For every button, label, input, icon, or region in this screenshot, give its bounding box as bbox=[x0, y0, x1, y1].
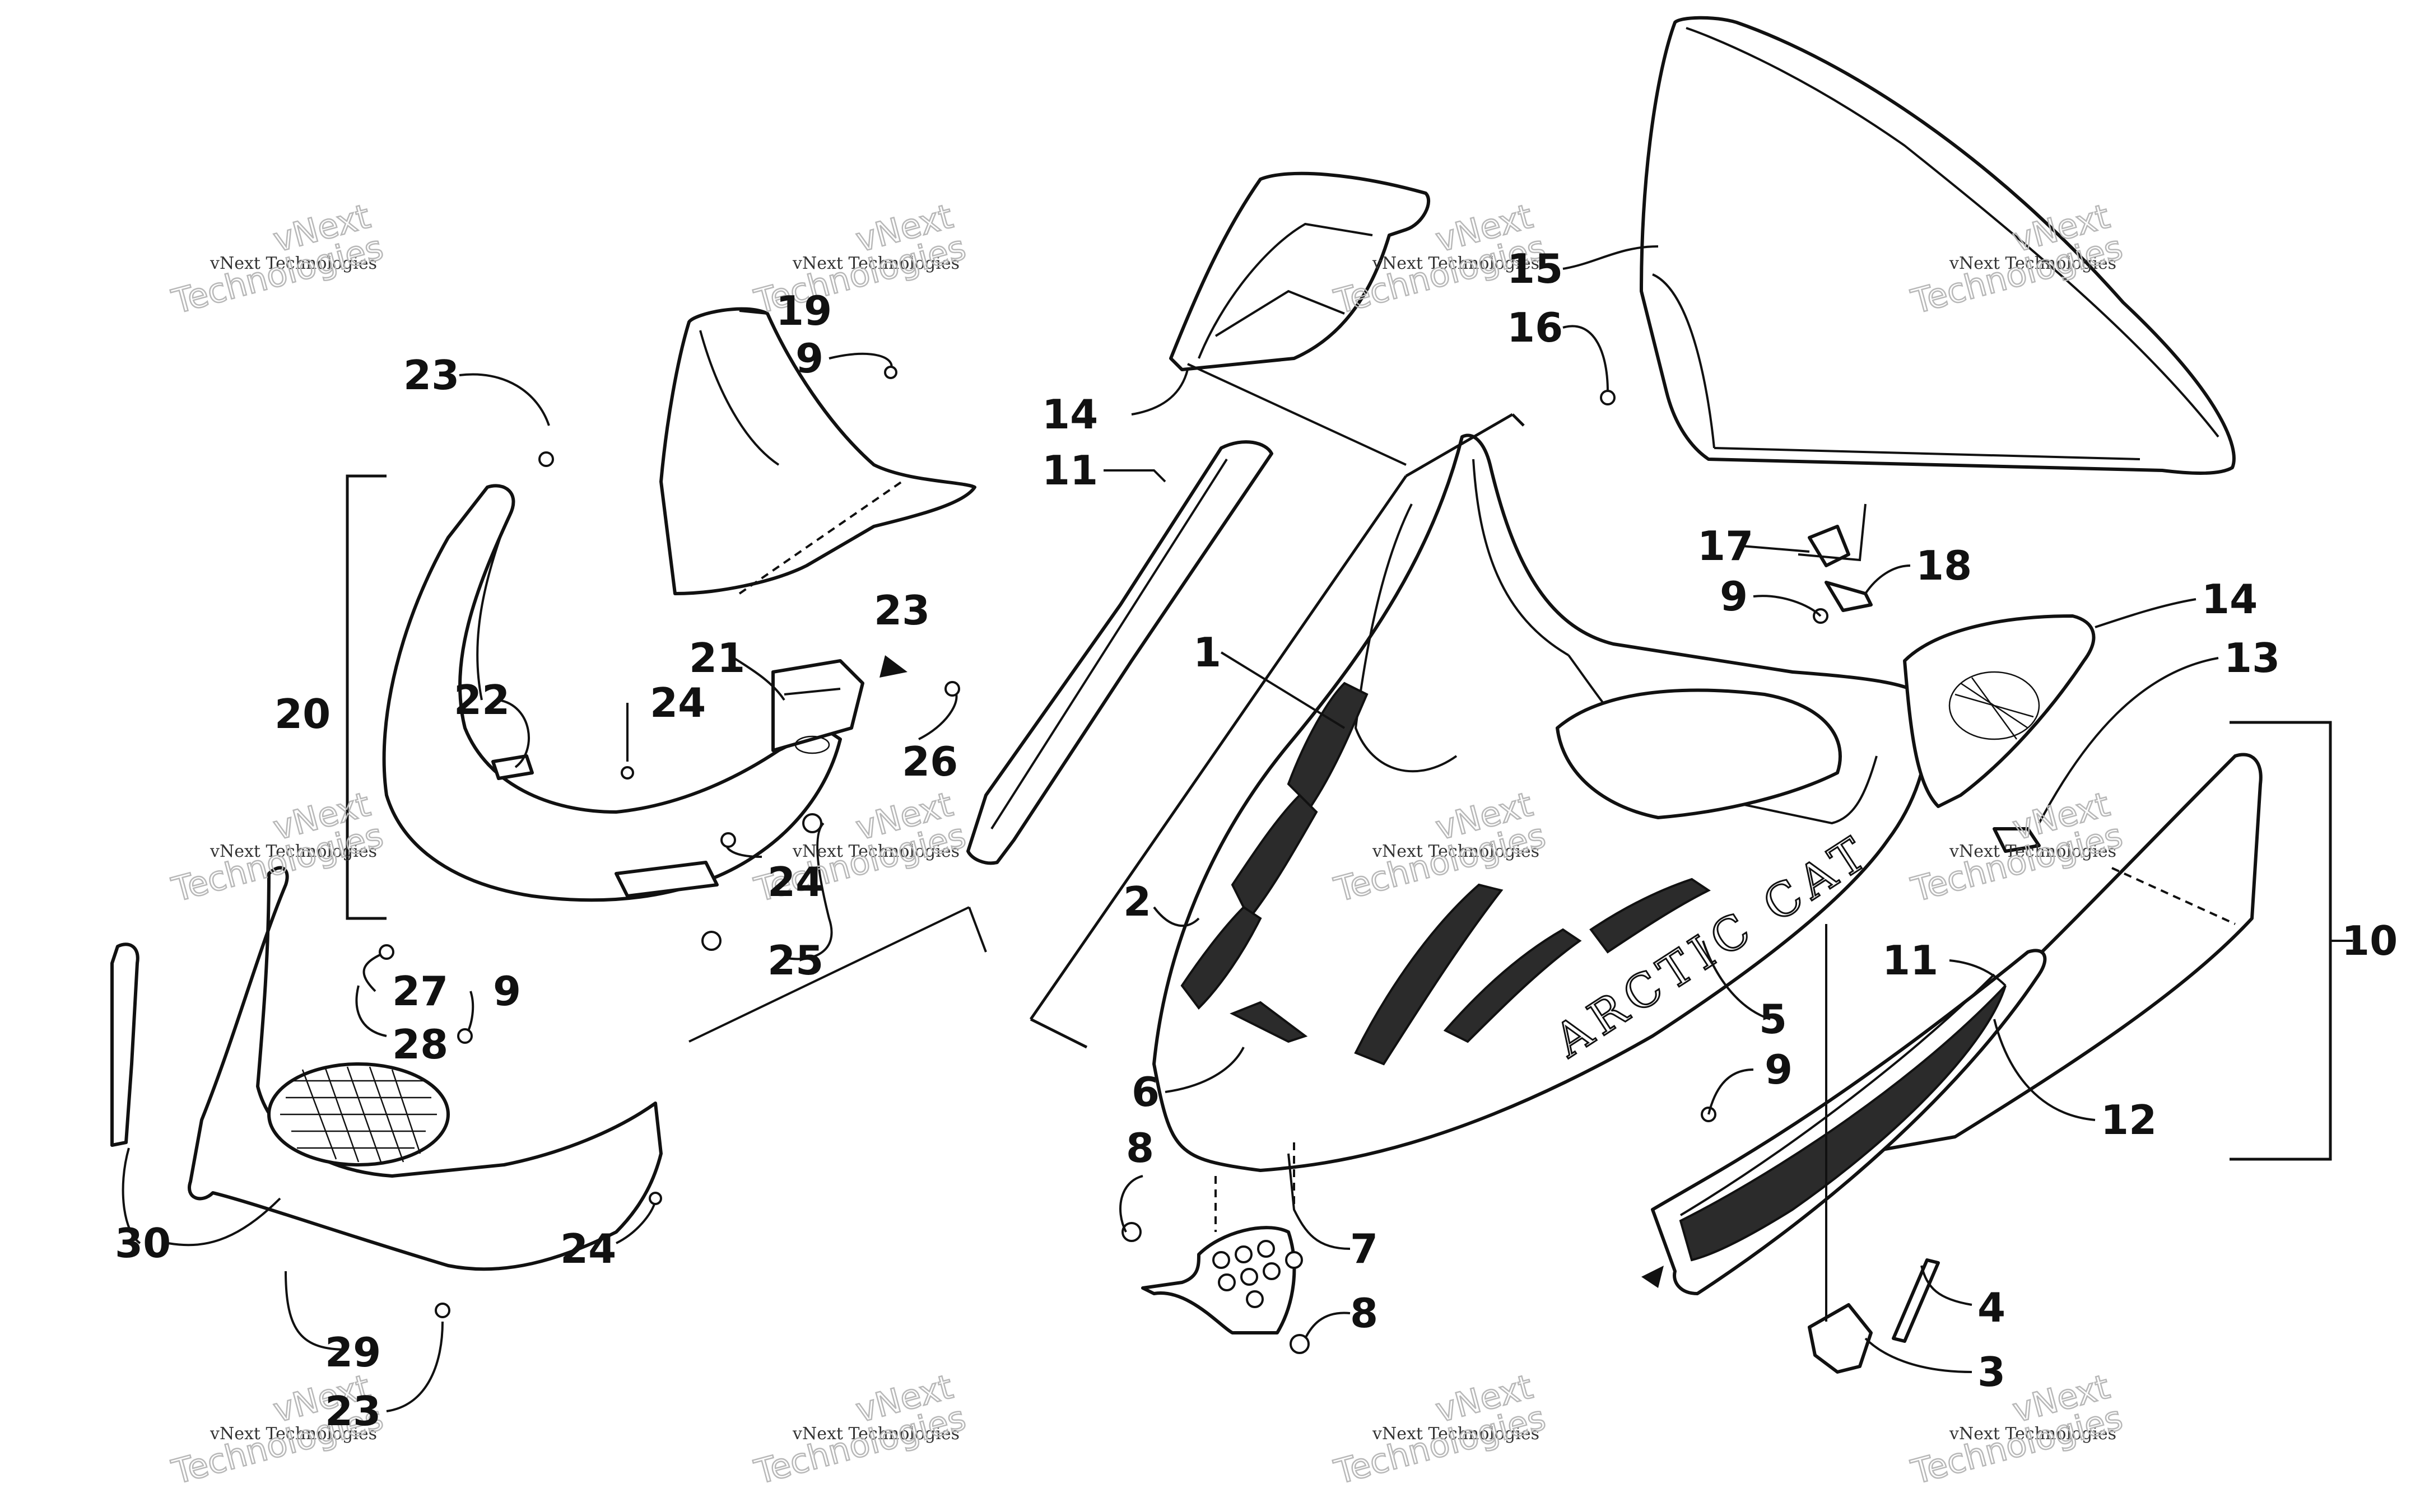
callout-8-upper: 8 bbox=[1126, 1124, 1154, 1172]
callout-14-right: 14 bbox=[2202, 576, 2258, 623]
hood: ARCTIC CAT bbox=[1152, 433, 1930, 1172]
watermark-text: vNext Technologies bbox=[210, 254, 377, 273]
grille-mesh bbox=[280, 1066, 437, 1163]
front-bumper bbox=[110, 866, 663, 1271]
callout-24-bottom: 24 bbox=[560, 1225, 616, 1272]
callout-9-right: 9 bbox=[1765, 1046, 1793, 1093]
watermark-text: vNext Technologies bbox=[792, 254, 960, 273]
direction-arrow-1 bbox=[879, 655, 908, 678]
callout-2: 2 bbox=[1123, 878, 1151, 925]
callout-28: 28 bbox=[392, 1021, 448, 1068]
bumper-bracket bbox=[1808, 1258, 1940, 1374]
watermark-text: vNext Technologies bbox=[210, 842, 377, 861]
callout-23-bottom: 23 bbox=[325, 1388, 381, 1435]
callout-29: 29 bbox=[325, 1329, 381, 1376]
watermark-text: vNext Technologies bbox=[792, 1424, 960, 1444]
callout-17: 17 bbox=[1697, 522, 1753, 570]
callout-22: 22 bbox=[454, 676, 510, 724]
callout-16: 16 bbox=[1507, 304, 1563, 351]
watermark-1: vNext Technologies vNext Technologies bbox=[167, 196, 388, 323]
callout-10: 10 bbox=[2342, 917, 2398, 964]
watermark-text: vNext Technologies bbox=[1372, 254, 1539, 273]
mirror-bracket bbox=[1798, 503, 1873, 612]
skid-plate bbox=[1121, 1222, 1310, 1354]
watermark-12: vNext Technologies vNext Technologies bbox=[1907, 1366, 2128, 1493]
watermark-text: vNext Technologies bbox=[1949, 842, 2116, 861]
nut-8a bbox=[1121, 1222, 1142, 1242]
nose-cone bbox=[382, 484, 864, 902]
fastener-16 bbox=[1600, 390, 1616, 405]
right-side-panel bbox=[1651, 753, 2263, 1295]
callout-21: 21 bbox=[689, 634, 745, 682]
callout-25: 25 bbox=[767, 937, 823, 984]
callout-27: 27 bbox=[392, 968, 448, 1015]
nut-8b bbox=[1290, 1334, 1310, 1354]
side-strip-left bbox=[966, 440, 1273, 865]
watermark-10: vNext Technologies vNext Technologies bbox=[750, 1366, 971, 1493]
callout-9-top: 9 bbox=[795, 335, 823, 382]
callout-18: 18 bbox=[1916, 542, 1972, 589]
callout-30: 30 bbox=[115, 1220, 171, 1267]
callout-6: 6 bbox=[1132, 1068, 1160, 1116]
callout-1: 1 bbox=[1193, 629, 1221, 676]
callout-9-bracket: 9 bbox=[1720, 573, 1748, 620]
callout-13: 13 bbox=[2224, 634, 2280, 682]
washer-7 bbox=[1285, 1251, 1303, 1269]
headlight-shield bbox=[659, 307, 976, 595]
direction-arrow-2 bbox=[1641, 1266, 1664, 1288]
callout-7: 7 bbox=[1350, 1225, 1378, 1272]
bracket-1 bbox=[1029, 413, 1525, 1049]
watermark-11: vNext Technologies vNext Technologies bbox=[1330, 1366, 1551, 1493]
callouts: 1 2 3 4 5 6 7 8 8 9 9 9 9 10 11 11 12 13… bbox=[115, 245, 2398, 1435]
callout-12: 12 bbox=[2101, 1096, 2157, 1144]
callout-9-left: 9 bbox=[493, 968, 521, 1015]
callout-20: 20 bbox=[274, 690, 331, 738]
watermark-text: vNext Technologies bbox=[1949, 254, 2116, 273]
watermark-text: vNext Technologies bbox=[792, 842, 960, 861]
callout-24-mid: 24 bbox=[650, 679, 706, 726]
watermark-text: vNext Technologies bbox=[1372, 1424, 1539, 1444]
watermark-text: vNext Technologies bbox=[1372, 842, 1539, 861]
callout-23-top: 23 bbox=[403, 352, 459, 399]
callout-26: 26 bbox=[902, 738, 958, 785]
callout-5: 5 bbox=[1759, 996, 1787, 1043]
callout-19: 19 bbox=[776, 287, 832, 334]
clip-13 bbox=[1993, 827, 2041, 853]
callout-15: 15 bbox=[1507, 245, 1563, 292]
callout-24-right: 24 bbox=[767, 858, 823, 906]
bracket-20 bbox=[346, 474, 387, 920]
callout-14-upper: 14 bbox=[1042, 391, 1098, 438]
right-vent-panel bbox=[1903, 614, 2096, 808]
windshield bbox=[1640, 16, 2236, 475]
leader-lines bbox=[122, 245, 2236, 1412]
upper-vent bbox=[1169, 171, 1430, 371]
watermark-text: vNext Technologies bbox=[1949, 1424, 2116, 1444]
callout-11-lower: 11 bbox=[1882, 937, 1938, 984]
callout-4: 4 bbox=[1977, 1284, 2005, 1331]
callout-11-upper: 11 bbox=[1042, 447, 1098, 494]
callout-8-lower: 8 bbox=[1350, 1290, 1378, 1337]
callout-3: 3 bbox=[1977, 1348, 2005, 1396]
callout-23-mid: 23 bbox=[874, 587, 930, 634]
watermark-text: vNext Technologies bbox=[210, 1424, 377, 1444]
